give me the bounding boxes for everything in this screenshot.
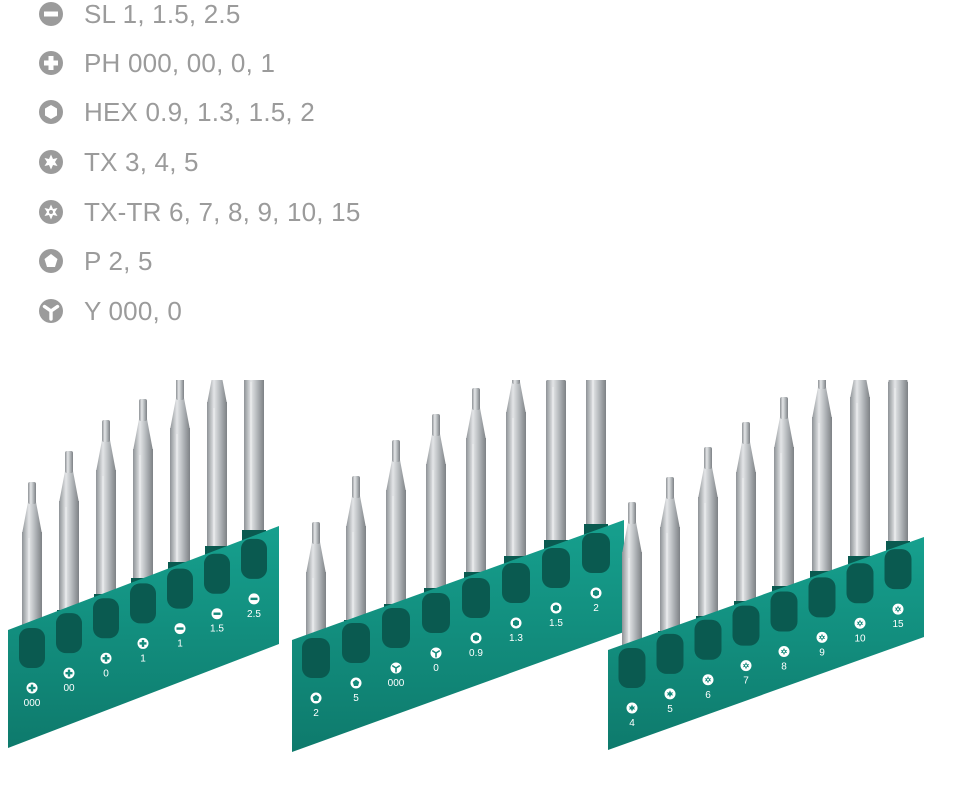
bit-size-label: 10 — [854, 633, 866, 644]
screwdriver-bit — [426, 414, 446, 594]
screwdriver-bit — [386, 440, 406, 610]
torx-tamper-icon — [38, 199, 64, 225]
bit-size-label: 1.5 — [210, 624, 224, 635]
tri-wing-icon — [390, 662, 402, 674]
screwdriver-bit — [306, 522, 326, 642]
torx-tamper-icon — [892, 603, 904, 615]
phillips-icon — [63, 667, 75, 679]
torx-tamper-icon — [778, 646, 790, 657]
slotted-icon — [174, 623, 186, 635]
bit-size-label: 2 — [593, 603, 599, 614]
spec-label: PH 000, 00, 0, 1 — [84, 47, 276, 78]
tri-wing-icon — [38, 298, 64, 324]
phillips-icon — [137, 637, 149, 649]
spec-label: TX 3, 4, 5 — [84, 146, 199, 177]
phillips-icon — [38, 50, 64, 76]
spec-label: SL 1, 1.5, 2.5 — [84, 0, 241, 29]
slotted-icon — [38, 1, 64, 27]
hex-icon — [510, 617, 522, 629]
screwdriver-bit — [170, 380, 190, 568]
screwdriver-bit — [812, 380, 832, 577]
slotted-icon — [211, 608, 223, 620]
phillips-icon — [100, 652, 112, 664]
pentalobe-icon — [310, 692, 322, 704]
torx-tamper-icon — [854, 617, 866, 629]
torx-tamper-icon — [740, 660, 752, 672]
bit-size-label: 9 — [819, 647, 825, 658]
screwdriver-bit — [133, 399, 153, 584]
bit-size-label: 0.9 — [469, 648, 483, 659]
screwdriver-bit — [774, 397, 794, 592]
screwdriver-bit — [244, 380, 264, 536]
spec-row-torx-tamper: TX-TR 6, 7, 8, 9, 10, 15 — [38, 194, 458, 230]
spec-label: HEX 0.9, 1.3, 1.5, 2 — [84, 96, 315, 127]
torx-tamper-icon — [816, 631, 828, 643]
screwdriver-bit — [96, 420, 116, 600]
screwdriver-bit — [207, 380, 227, 552]
torx-icon — [664, 688, 676, 700]
screwdriver-bit — [586, 380, 606, 530]
hex-icon — [550, 602, 562, 614]
bit-size-label: 4 — [629, 718, 635, 729]
bit-size-label: 0 — [433, 663, 439, 674]
screwdriver-bit — [660, 477, 680, 637]
spec-label: P 2, 5 — [84, 245, 153, 276]
screwdriver-bit — [850, 380, 870, 562]
pentalobe-icon — [38, 248, 64, 274]
screwdriver-bit — [698, 447, 718, 622]
tri-wing-icon — [430, 647, 442, 659]
screwdriver-bit — [622, 502, 642, 652]
spec-row-hex: HEX 0.9, 1.3, 1.5, 2 — [38, 94, 458, 130]
hex-icon — [470, 632, 482, 644]
screwdriver-bit — [546, 380, 566, 546]
bit-size-label: 1 — [140, 653, 146, 664]
bit-size-label: 0 — [103, 668, 109, 679]
torx-tamper-icon — [702, 674, 714, 686]
bit-size-label: 6 — [705, 690, 711, 701]
screwdriver-bit — [346, 476, 366, 626]
bit-size-label: 1 — [177, 639, 183, 650]
spec-row-pentalobe: P 2, 5 — [38, 243, 458, 279]
bit-size-label: 8 — [781, 662, 787, 673]
bit-size-label: 15 — [892, 619, 904, 630]
bit-size-label: 5 — [667, 704, 673, 715]
bit-size-label: 1.3 — [509, 633, 523, 644]
bit-holder-torx: 4 5 6 7 8 9 10 15 — [608, 380, 924, 750]
slotted-icon — [248, 593, 260, 605]
bit-size-label: 1.5 — [549, 618, 563, 629]
bit-size-label: 5 — [353, 693, 359, 704]
spec-row-phillips: PH 000, 00, 0, 1 — [38, 45, 458, 81]
spec-row-torx: TX 3, 4, 5 — [38, 144, 458, 180]
spec-row-tri-wing: Y 000, 0 — [38, 293, 458, 329]
spec-row-slotted: SL 1, 1.5, 2.5 — [38, 0, 458, 32]
screwdriver-bit — [466, 388, 486, 578]
hex-icon — [38, 99, 64, 125]
screwdriver-bit — [736, 422, 756, 607]
holder-front-face: 4 5 6 7 8 9 10 15 — [608, 537, 924, 750]
spec-label: Y 000, 0 — [84, 295, 182, 326]
hex-icon — [590, 587, 602, 599]
torx-icon — [626, 702, 638, 714]
bit-size-label: 000 — [24, 698, 41, 709]
pentalobe-icon — [350, 677, 362, 689]
bit-size-label: 7 — [743, 676, 749, 687]
phillips-icon — [26, 682, 38, 694]
bit-size-label: 00 — [63, 683, 75, 694]
screwdriver-bit — [506, 380, 526, 562]
screwdriver-bit — [22, 482, 42, 632]
torx-icon — [38, 149, 64, 175]
spec-label: TX-TR 6, 7, 8, 9, 10, 15 — [84, 196, 361, 227]
bit-size-label: 000 — [388, 678, 405, 689]
screwdriver-bit — [59, 451, 79, 616]
bit-size-label: 2 — [313, 708, 319, 719]
bit-size-label: 2.5 — [247, 609, 261, 620]
screwdriver-bit — [888, 380, 908, 547]
